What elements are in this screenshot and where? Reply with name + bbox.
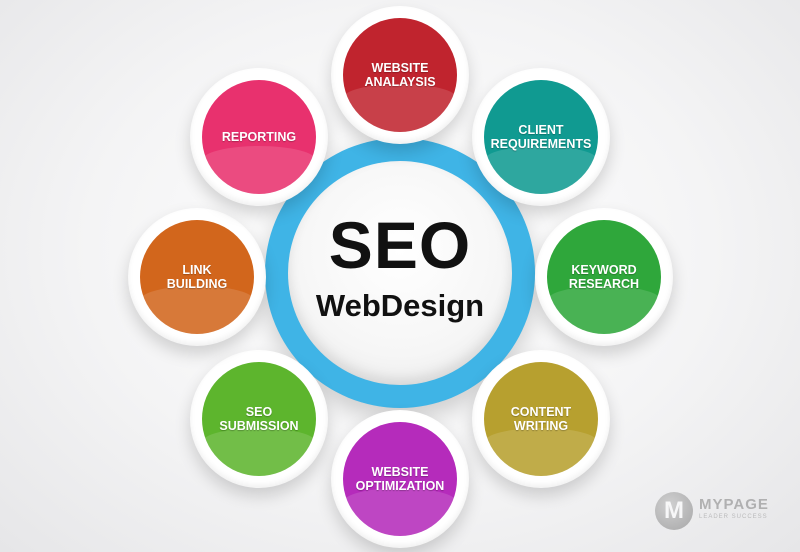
node-disc: LINK BUILDING bbox=[140, 220, 254, 334]
node-content-writing: CONTENT WRITING bbox=[472, 350, 610, 488]
node-keyword-research: KEYWORD RESEARCH bbox=[535, 208, 673, 346]
node-label: SEO SUBMISSION bbox=[219, 405, 299, 433]
node-disc: CLIENT REQUIREMENTS bbox=[484, 80, 598, 194]
node-link-building: LINK BUILDING bbox=[128, 208, 266, 346]
node-website-optimization: WEBSITE OPTIMIZATION bbox=[331, 410, 469, 548]
node-label: LINK BUILDING bbox=[166, 263, 228, 291]
node-disc: REPORTING bbox=[202, 80, 316, 194]
node-label: REPORTING bbox=[221, 130, 297, 144]
node-label: KEYWORD RESEARCH bbox=[568, 263, 640, 291]
hub-subtitle: WebDesign bbox=[315, 288, 485, 323]
node-label: CLIENT REQUIREMENTS bbox=[490, 123, 592, 151]
logo-tagline: LEADER SUCCESS bbox=[699, 514, 768, 520]
hub-core bbox=[288, 161, 512, 385]
node-disc: KEYWORD RESEARCH bbox=[547, 220, 661, 334]
logo-mark-icon: M bbox=[655, 492, 693, 530]
node-reporting: REPORTING bbox=[190, 68, 328, 206]
logo-name: MYPAGE bbox=[699, 496, 769, 513]
node-disc: CONTENT WRITING bbox=[484, 362, 598, 476]
node-seo-submission: SEO SUBMISSION bbox=[190, 350, 328, 488]
node-disc: SEO SUBMISSION bbox=[202, 362, 316, 476]
node-website-analysis: WEBSITE ANALAYSIS bbox=[331, 6, 469, 144]
node-client-requirements: CLIENT REQUIREMENTS bbox=[472, 68, 610, 206]
node-label: WEBSITE OPTIMIZATION bbox=[355, 465, 445, 493]
hub-title: SEO bbox=[328, 208, 472, 282]
brand-logo: M MYPAGE LEADER SUCCESS bbox=[655, 490, 790, 532]
node-disc: WEBSITE OPTIMIZATION bbox=[343, 422, 457, 536]
node-label: WEBSITE ANALAYSIS bbox=[364, 61, 436, 89]
node-disc: WEBSITE ANALAYSIS bbox=[343, 18, 457, 132]
node-label: CONTENT WRITING bbox=[510, 405, 572, 433]
